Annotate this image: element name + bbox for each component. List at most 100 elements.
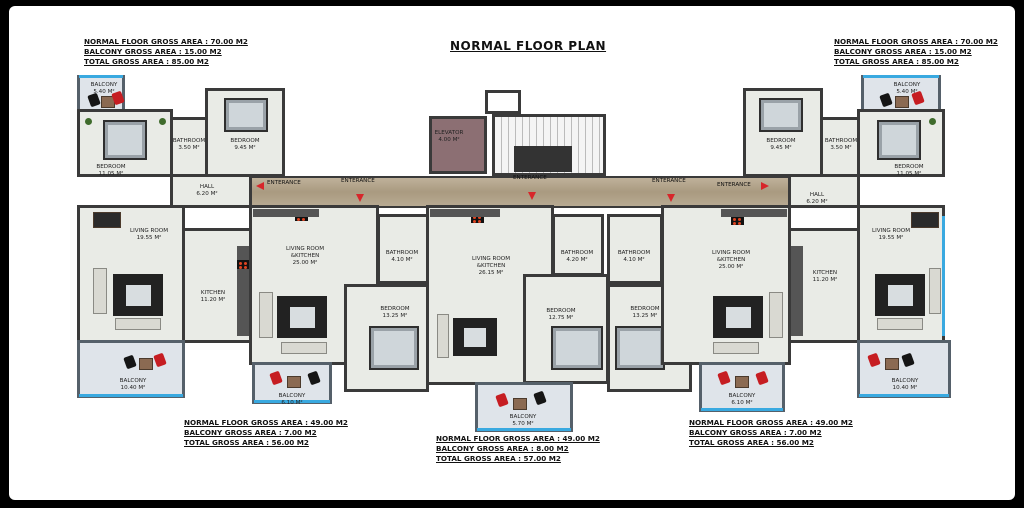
entrance-arrow-down: [356, 194, 364, 202]
side-table: [895, 96, 909, 108]
sofa: [281, 342, 327, 354]
kitchen-counter: [791, 246, 803, 336]
room-name: LIVING ROOM: [129, 228, 169, 234]
bed: [551, 326, 603, 370]
bed: [877, 120, 921, 160]
room-label: LIVING ROOM 19.55 M²: [130, 228, 168, 242]
room-label: BEDROOM 13.25 M²: [380, 306, 409, 320]
room-label: KITCHEN 11.20 M²: [201, 290, 226, 304]
room-label: BEDROOM 9.45 M²: [230, 138, 259, 152]
room-label: BEDROOM 13.25 M²: [630, 306, 659, 320]
room-area: 4.00 M²: [438, 137, 460, 143]
room-area: 19.55 M²: [878, 235, 904, 241]
room-area: 25.00 M²: [718, 264, 744, 270]
rug: [277, 296, 327, 338]
room-name: KITCHEN: [812, 270, 838, 276]
room-label: KITCHEN 11.20 M²: [813, 270, 838, 284]
room-area: 6.10 M²: [731, 400, 753, 406]
side-table: [735, 376, 749, 388]
room-area: 6.20 M²: [196, 191, 218, 197]
legend-row: NORMAL FLOOR GROSS AREA : 70.00 M2: [834, 37, 998, 46]
room-area: 11.05 M²: [98, 171, 124, 177]
room-name: BALCONY: [119, 378, 147, 384]
center-left-bathroom: [377, 214, 429, 284]
entrance-arrow-down: [667, 194, 675, 202]
room-area: 5.70 M²: [512, 421, 534, 427]
room-label: BALCONY 10.40 M²: [120, 378, 147, 392]
room-area: 10.40 M²: [120, 385, 146, 391]
room-area: 5.40 M²: [896, 89, 918, 95]
sofa: [877, 318, 923, 330]
entrance-arrow-right: [761, 182, 769, 190]
room-name: BALCONY: [278, 393, 306, 399]
kitchen-counter: [721, 209, 787, 217]
room-label: BALCONY 5.70 M²: [510, 414, 537, 428]
room-name: HALL: [809, 192, 825, 198]
legend-row: TOTAL GROSS AREA : 56.00 M2: [689, 438, 814, 448]
room-name: BALCONY: [509, 414, 537, 420]
plant-icon: [85, 118, 92, 125]
glass-railing: [859, 394, 949, 397]
room-area: 13.25 M²: [382, 313, 408, 319]
sofa: [769, 292, 783, 338]
legend-row: NORMAL FLOOR GROSS AREA : 70.00 M2: [84, 37, 248, 46]
legend-bottom-center: NORMAL FLOOR GROSS AREA : 49.00 M2 BALCO…: [436, 434, 600, 465]
room-area: 19.55 M²: [136, 235, 162, 241]
glass-railing: [254, 400, 330, 403]
room-area: 6.20 M²: [806, 199, 828, 205]
room-name: LIVING ROOM: [471, 256, 511, 262]
side-table: [139, 358, 153, 370]
room-name: BATHROOM: [824, 138, 858, 144]
kitchen-counter: [253, 209, 319, 217]
room-area: 9.45 M²: [770, 145, 792, 151]
plant-icon: [159, 118, 166, 125]
room-label: LIVING ROOM &KITCHEN 25.00 M²: [712, 250, 750, 271]
entrance-label: ENTERANCE: [341, 178, 375, 184]
room-area: 11.20 M²: [200, 297, 226, 303]
glass-railing: [477, 428, 571, 431]
bed: [615, 326, 665, 370]
room-name: BALCONY: [893, 82, 921, 88]
left-bottom-balcony: [77, 340, 185, 398]
room-label: BEDROOM 11.05 M²: [894, 164, 923, 178]
room-name: BEDROOM: [380, 306, 410, 312]
room-name: BATHROOM: [385, 250, 419, 256]
room-name: BEDROOM: [96, 164, 126, 170]
room-area: 12.75 M²: [548, 315, 574, 321]
hob-icon: [731, 216, 744, 225]
room-label: LIVING ROOM &KITCHEN 26.15 M²: [472, 256, 510, 277]
room-name: BEDROOM: [894, 164, 924, 170]
room-area: 6.10 M²: [281, 400, 303, 406]
legend-row: BALCONY GROSS AREA : 8.00 M2: [436, 444, 569, 454]
room-name-line2: &KITCHEN: [476, 263, 506, 269]
entrance-label: ENTERANCE: [652, 178, 686, 184]
room-label: BEDROOM 11.05 M²: [96, 164, 125, 178]
room-area: 3.50 M²: [830, 145, 852, 151]
room-name: BALCONY: [90, 82, 118, 88]
sofa: [259, 292, 273, 338]
legend-bottom-right: NORMAL FLOOR GROSS AREA : 49.00 M2 BALCO…: [689, 418, 853, 449]
bed: [224, 98, 268, 132]
legend-bottom-left: NORMAL FLOOR GROSS AREA : 49.00 M2 BALCO…: [184, 418, 348, 449]
room-label: BALCONY 6.10 M²: [279, 393, 306, 407]
room-name: LIVING ROOM: [711, 250, 751, 256]
sofa: [437, 314, 449, 358]
room-label: BATHROOM 3.50 M²: [173, 138, 205, 152]
plan-sheet: NORMAL FLOOR PLAN NORMAL FLOOR GROSS ARE…: [9, 6, 1015, 500]
room-label: BALCONY 10.40 M²: [892, 378, 919, 392]
sofa: [713, 342, 759, 354]
legend-row: TOTAL GROSS AREA : 57.00 M2: [436, 454, 561, 464]
glass-railing: [79, 75, 123, 78]
room-label: BATHROOM 4.10 M²: [386, 250, 418, 264]
center-balcony: [475, 382, 573, 432]
entrance-label: ENTERANCE: [717, 182, 751, 188]
legend-row: BALCONY GROSS AREA : 15.00 M2: [84, 47, 222, 57]
room-label: BATHROOM 4.10 M²: [618, 250, 650, 264]
legend-row: BALCONY GROSS AREA : 15.00 M2: [834, 47, 972, 57]
bed: [369, 326, 419, 370]
room-label: BEDROOM 9.45 M²: [766, 138, 795, 152]
hob-icon: [237, 260, 250, 269]
glass-railing: [863, 75, 939, 78]
legend-row: NORMAL FLOOR GROSS AREA : 49.00 M2: [184, 418, 348, 427]
